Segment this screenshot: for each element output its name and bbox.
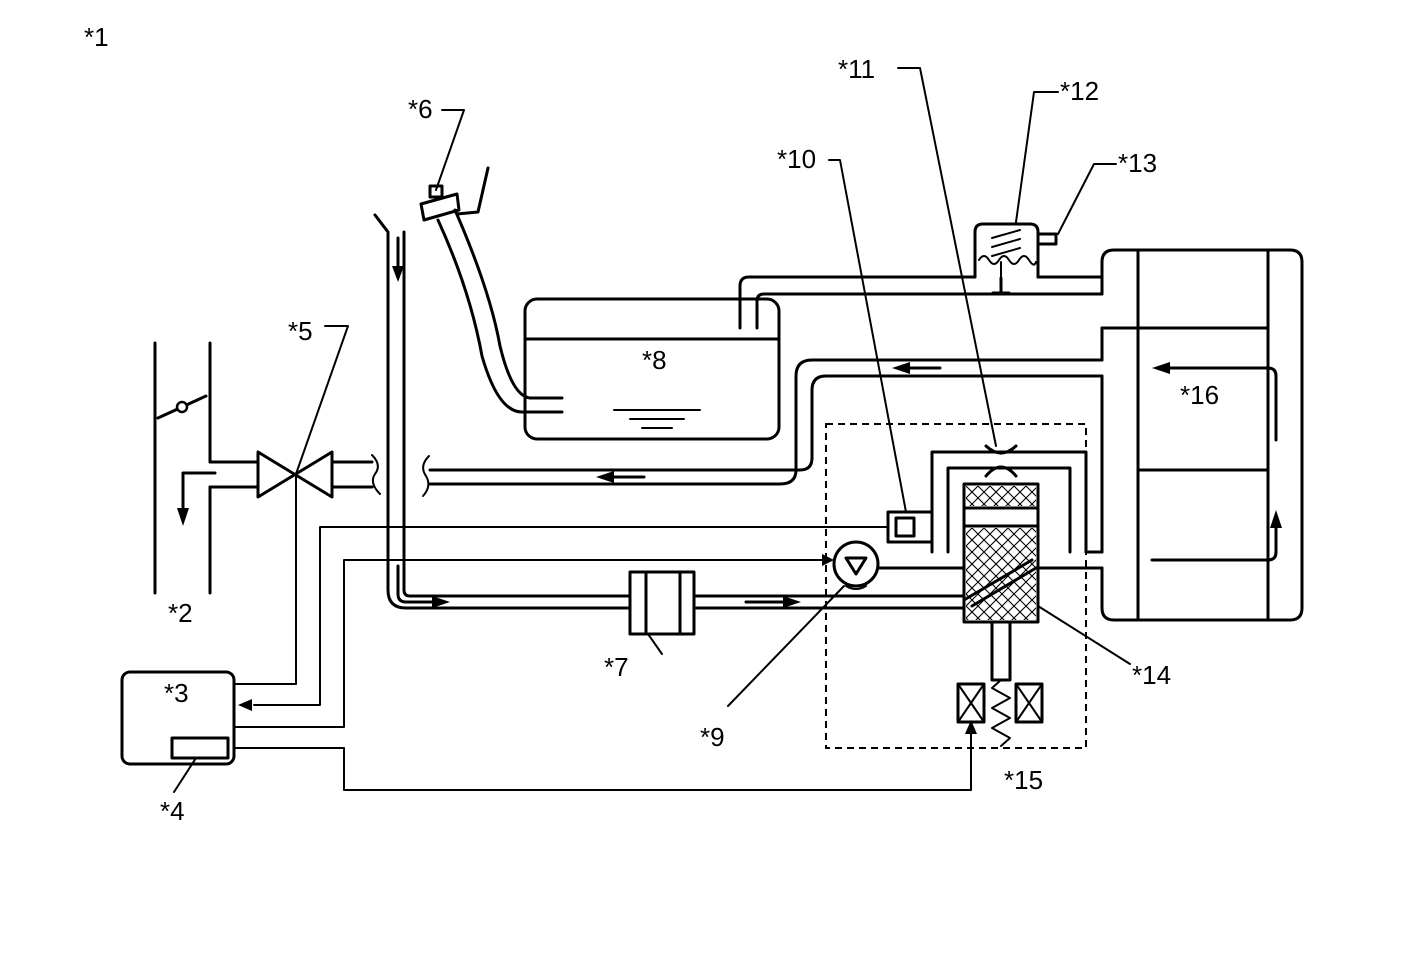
label-3: *3 bbox=[164, 678, 189, 708]
ecm bbox=[120, 670, 236, 766]
fuel-tank bbox=[523, 297, 781, 441]
label-15: *15 bbox=[1004, 765, 1043, 795]
label-8: *8 bbox=[642, 345, 667, 375]
pump-module bbox=[825, 423, 1104, 749]
label-2: *2 bbox=[168, 598, 193, 628]
label-11: *11 bbox=[838, 54, 875, 84]
label-13: *13 bbox=[1118, 148, 1157, 178]
solenoid-icon bbox=[956, 682, 1044, 724]
purge-valve-icon bbox=[256, 450, 334, 499]
vapor-line-loop bbox=[422, 358, 1104, 497]
leader-lines bbox=[173, 67, 1131, 793]
label-12: *12 bbox=[1060, 76, 1099, 106]
canister bbox=[1100, 248, 1304, 622]
vapor-line-upper bbox=[738, 275, 1104, 330]
label-6: *6 bbox=[408, 94, 433, 124]
label-1: *1 bbox=[84, 22, 109, 52]
label-9: *9 bbox=[700, 722, 725, 752]
filler-neck bbox=[419, 166, 564, 414]
intake-duct bbox=[153, 341, 217, 595]
arrow-icon bbox=[744, 596, 801, 608]
label-5: *5 bbox=[288, 316, 313, 346]
label-14: *14 bbox=[1132, 660, 1171, 690]
filter-icon bbox=[628, 570, 696, 636]
fuel-supply-line bbox=[373, 213, 964, 610]
label-7: *7 bbox=[604, 652, 629, 682]
label-10: *10 bbox=[777, 144, 816, 174]
purge-line bbox=[208, 454, 381, 495]
label-4: *4 bbox=[160, 796, 185, 826]
label-16: *16 bbox=[1180, 380, 1219, 410]
ecm-wiring bbox=[233, 473, 977, 791]
vent-valve bbox=[973, 222, 1058, 279]
